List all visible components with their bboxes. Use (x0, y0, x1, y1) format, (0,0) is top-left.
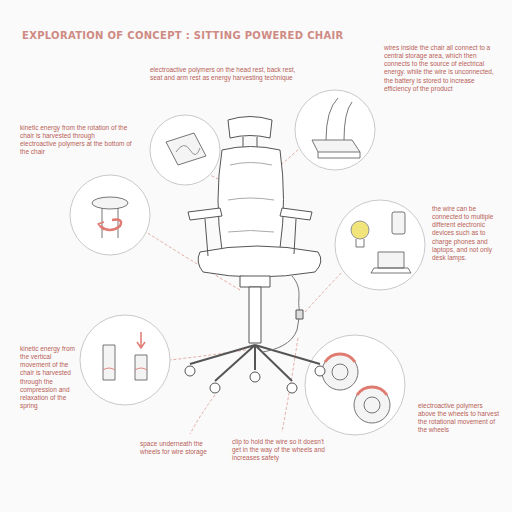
annotation: kinetic energy from the vertical movemen… (20, 345, 78, 410)
annotation: electroactive polymers above the wheels … (418, 402, 502, 435)
chair-drawing (185, 117, 325, 394)
annotation: the wire can be connected to multiple di… (432, 205, 502, 262)
annotation: wires inside the chair all connect to a … (384, 44, 500, 93)
annotation: kinetic energy from the rotation of the … (20, 124, 132, 157)
annotation: clip to hold the wire so it doesn't get … (232, 438, 334, 462)
annotation: electroactive polymers on the head rest,… (150, 66, 300, 82)
detail-sketches (92, 98, 411, 423)
annotation: space underneath the wheels for wire sto… (140, 440, 214, 456)
title: EXPLORATION OF CONCEPT : SITTING POWERED… (22, 30, 344, 41)
